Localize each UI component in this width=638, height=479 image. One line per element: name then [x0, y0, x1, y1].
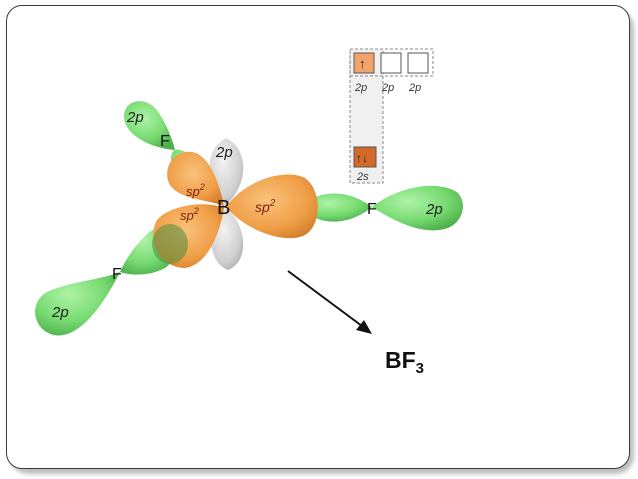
fluorine-right-label: F [367, 201, 377, 218]
formula-base: BF [385, 347, 416, 373]
boron-atom-label: B [217, 197, 230, 219]
f-left-2p-label: 2p [51, 304, 69, 321]
f-right-2p-lobe [372, 185, 463, 231]
s-box [353, 146, 377, 168]
p-box-3 [407, 52, 429, 74]
fluorine-left-label: F [112, 266, 122, 283]
molecular-formula: BF3 [385, 347, 424, 377]
f-right-2p-inner-lobe [300, 193, 372, 222]
f-top-2p-lobe [124, 101, 175, 150]
electron-box-diagram: ↑ 2p 2p 2p ↑↓ 2s [349, 48, 434, 184]
sp2-left-label: sp2 [180, 206, 199, 223]
s-box-electrons: ↑↓ [356, 151, 368, 165]
f-left-2p-lobe [35, 272, 120, 336]
formula-subscript: 3 [415, 360, 425, 377]
p-box-1 [353, 52, 375, 74]
pointer-arrow [287, 270, 372, 334]
p-box-2 [380, 52, 402, 74]
f-right-2p-label: 2p [425, 201, 443, 218]
sp2-right-lobe [226, 174, 318, 239]
p-label-3: 2p [408, 82, 421, 94]
boron-2p-label: 2p [215, 144, 233, 161]
sp2-right-label: sp2 [255, 198, 276, 215]
overlap-shadow [152, 224, 188, 264]
f-top-2p-label: 2p [126, 109, 144, 126]
s-label: 2s [356, 171, 369, 183]
sp2-upper-label: sp2 [186, 182, 205, 199]
box-diagram-p-frame [349, 48, 434, 77]
p-box-1-electrons: ↑ [359, 56, 366, 71]
slide-frame [6, 5, 630, 469]
p-label-1: 2p [354, 82, 367, 94]
p-label-2: 2p [381, 82, 394, 94]
sp2-upper-lobe [167, 151, 224, 206]
fluorine-top-label: F [160, 133, 170, 150]
